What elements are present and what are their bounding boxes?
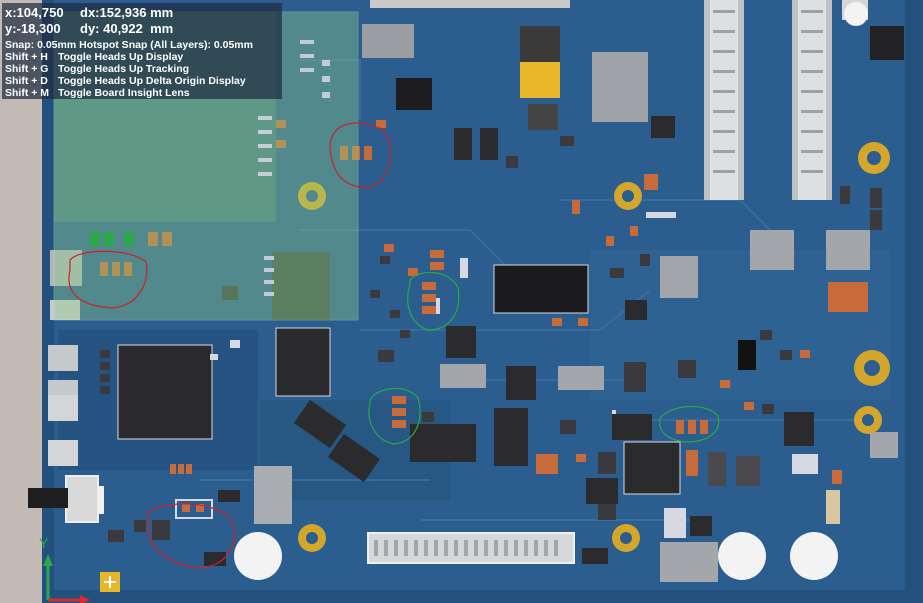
shortcut-key: Shift + H: [5, 51, 48, 63]
connectors-top: [370, 0, 868, 200]
dx-readout: dx:152,936 mm: [80, 5, 174, 20]
shortcut-action: Toggle Heads Up Tracking: [58, 63, 190, 75]
snap-readout: Snap: 0.05mm Hotspot Snap (All Layers): …: [5, 39, 253, 51]
ics: [117, 24, 904, 582]
mounting-pads: [234, 2, 890, 580]
shortcut-action: Toggle Heads Up Display: [58, 51, 184, 63]
rotated-ics: [293, 399, 381, 483]
shortcut-key: Shift + G: [5, 63, 49, 75]
heads-up-display: x:104,750 dx:152,936 mm y:-18,300 dy: 40…: [2, 3, 282, 99]
shortcut-key: Shift + M: [5, 87, 50, 99]
annotation-marks: [68, 122, 720, 569]
dy-readout: dy: 40,922 mm: [80, 21, 174, 36]
pcb-board: [42, 0, 923, 603]
edge-connectors: [28, 250, 104, 523]
shortcut-key: Shift + D: [5, 75, 48, 87]
origin-marker: Y: [39, 535, 120, 603]
x-coordinate-readout: x:104,750: [5, 5, 64, 20]
y-axis-label: Y: [39, 535, 49, 551]
y-coordinate-readout: y:-18,300: [5, 21, 61, 36]
connector-bottom: [367, 532, 575, 564]
shortcut-action: Toggle Board Insight Lens: [58, 87, 190, 99]
shortcut-action: Toggle Heads Up Delta Origin Display: [58, 75, 246, 87]
